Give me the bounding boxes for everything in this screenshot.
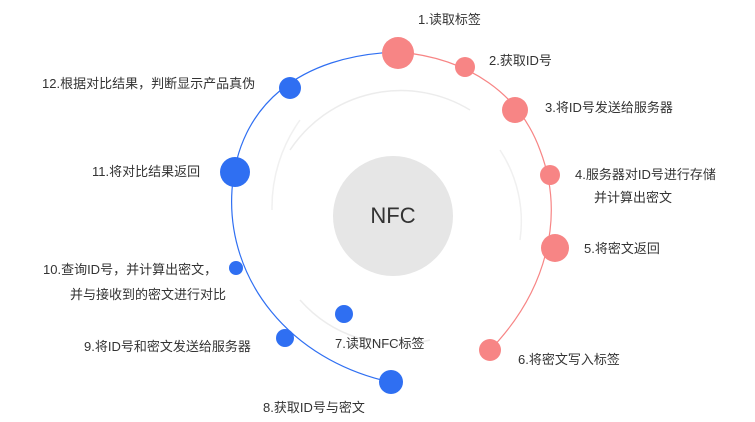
inner-ring-arc-2 — [271, 119, 301, 211]
inner-ring-arc-3 — [299, 299, 431, 345]
step-4-label-line2: 并计算出密文 — [594, 190, 673, 205]
step-7-label: 7.读取NFC标签 — [335, 336, 425, 351]
step-2-node — [455, 57, 475, 77]
step-10-node — [229, 261, 243, 275]
center-label: NFC — [370, 203, 416, 228]
step-6-label: 6.将密文写入标签 — [518, 352, 620, 367]
step-4-node — [540, 165, 560, 185]
step-7-node — [335, 305, 353, 323]
step-10-label: 10.查询ID号，并计算出密文， — [43, 262, 218, 277]
step-11-node — [220, 157, 250, 187]
client-arc — [231, 51, 399, 383]
step-9-node — [276, 329, 294, 347]
step-12-label: 12.根据对比结果，判断显示产品真伪 — [42, 76, 256, 91]
step-8-label: 8.获取ID号与密文 — [263, 400, 365, 415]
step-4-label: 4.服务器对ID号进行存储 — [575, 167, 716, 182]
step-2-label: 2.获取ID号 — [489, 53, 552, 68]
inner-ring-arc-4 — [499, 149, 523, 241]
step-1-label: 1.读取标签 — [418, 12, 481, 27]
nfc-center-circle — [333, 156, 453, 276]
step-5-node — [541, 234, 569, 262]
step-5-label: 5.将密文返回 — [584, 241, 660, 256]
step-8-node — [379, 370, 403, 394]
step-3-label: 3.将ID号发送给服务器 — [545, 100, 673, 115]
step-9-label: 9.将ID号和密文发送给服务器 — [84, 339, 251, 354]
step-11-label: 11.将对比结果返回 — [92, 164, 201, 179]
step-6-node — [479, 339, 501, 361]
step-1-node — [382, 37, 414, 69]
inner-ring-arc-1 — [289, 89, 471, 151]
step-10-label-line2: 并与接收到的密文进行对比 — [70, 287, 227, 302]
step-12-node — [279, 77, 301, 99]
step-3-node — [502, 97, 528, 123]
